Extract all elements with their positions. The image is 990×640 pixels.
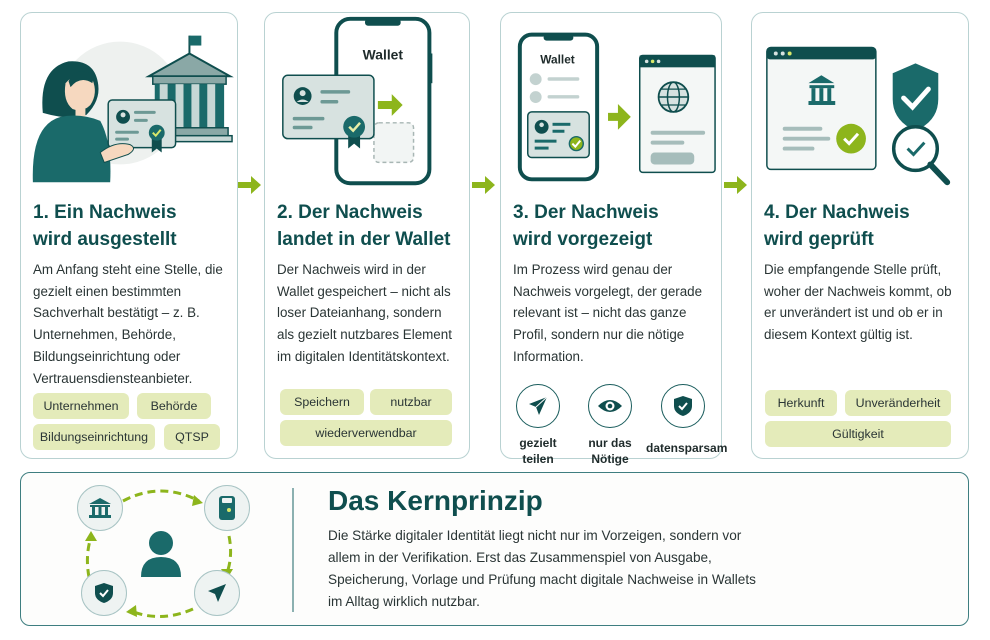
bank-icon	[77, 485, 123, 531]
certificate-into-wallet-illustration: Wallet	[282, 16, 433, 186]
paper-plane-icon	[516, 384, 560, 428]
shield-check-icon	[661, 384, 705, 428]
arrow-right-icon	[472, 176, 495, 194]
tag-wiederverwendbar: wiederverwendbar	[280, 420, 452, 446]
step-description: Im Prozess wird genau der Nachweis vorge…	[513, 262, 703, 364]
tag-gueltigkeit: Gültigkeit	[765, 421, 951, 447]
person-handing-certificate-illustration	[32, 35, 234, 183]
eye-icon	[588, 384, 632, 428]
tag-bildungseinrichtung: Bildungseinrichtung	[33, 424, 155, 450]
wallet-phone-icon	[204, 485, 250, 531]
step-description: Am Anfang steht eine Stelle, die gezielt…	[33, 262, 223, 386]
divider	[292, 488, 294, 612]
shield-check-icon	[81, 570, 127, 616]
core-principle-panel: Das Kernprinzip Die Stärke digitaler Ide…	[20, 472, 969, 626]
arrow-right-icon	[724, 176, 747, 194]
svg-text:Wallet: Wallet	[540, 52, 575, 66]
tag-unternehmen: Unternehmen	[33, 393, 129, 419]
verification-illustration	[766, 46, 951, 186]
step-description: Die empfangende Stelle prüft, woher der …	[764, 262, 952, 343]
bank-icon	[808, 75, 836, 105]
tag-speichern: Speichern	[280, 389, 364, 415]
user-icon	[141, 531, 181, 577]
step-description: Der Nachweis wird in der Wallet gespeich…	[277, 262, 452, 364]
feature-datensparsam: datensparsam	[646, 384, 727, 456]
tag-unveraendertheit: Unveränderheit	[845, 390, 951, 416]
tag-qtsp: QTSP	[164, 424, 220, 450]
core-description: Die Stärke digitaler Identität liegt nic…	[328, 528, 756, 609]
arrow-right-icon	[238, 176, 261, 194]
tag-nutzbar: nutzbar	[370, 389, 452, 415]
core-title: Das Kernprinzip	[328, 485, 543, 516]
wallet-to-website-illustration: Wallet	[517, 32, 716, 182]
tag-herkunft: Herkunft	[765, 390, 837, 416]
paper-plane-icon	[194, 570, 240, 616]
cycle-diagram	[85, 489, 233, 619]
tag-behoerde: Behörde	[137, 393, 211, 419]
svg-text:Wallet: Wallet	[363, 46, 404, 62]
